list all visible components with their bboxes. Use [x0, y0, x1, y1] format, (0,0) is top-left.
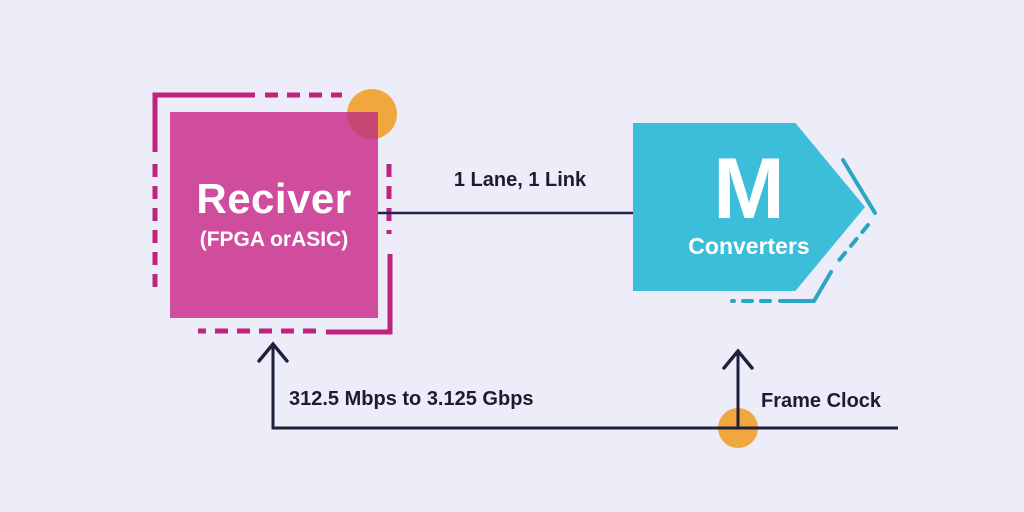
lane-link-label: 1 Lane, 1 Link — [453, 169, 587, 191]
converters-block: M Converters — [633, 123, 865, 291]
up-arrow-icon — [257, 341, 289, 363]
up-arrow-icon — [722, 348, 754, 370]
orange-circle-accent-bottom — [718, 408, 758, 448]
data-rate-label: 312.5 Mbps to 3.125 Gbps — [289, 388, 534, 410]
clock-routing — [257, 341, 898, 430]
receiver-title: Reciver — [196, 175, 352, 222]
converters-content: M Converters — [654, 141, 844, 260]
receiver-subtitle: (FPGA orASIC) — [199, 228, 349, 251]
converters-letter: M — [713, 141, 785, 238]
receiver-block: Reciver (FPGA orASIC) — [170, 112, 378, 318]
converters-label: Converters — [688, 232, 810, 259]
frame-clock-label: Frame Clock — [761, 390, 882, 412]
data-rate-routing-line — [271, 345, 898, 430]
